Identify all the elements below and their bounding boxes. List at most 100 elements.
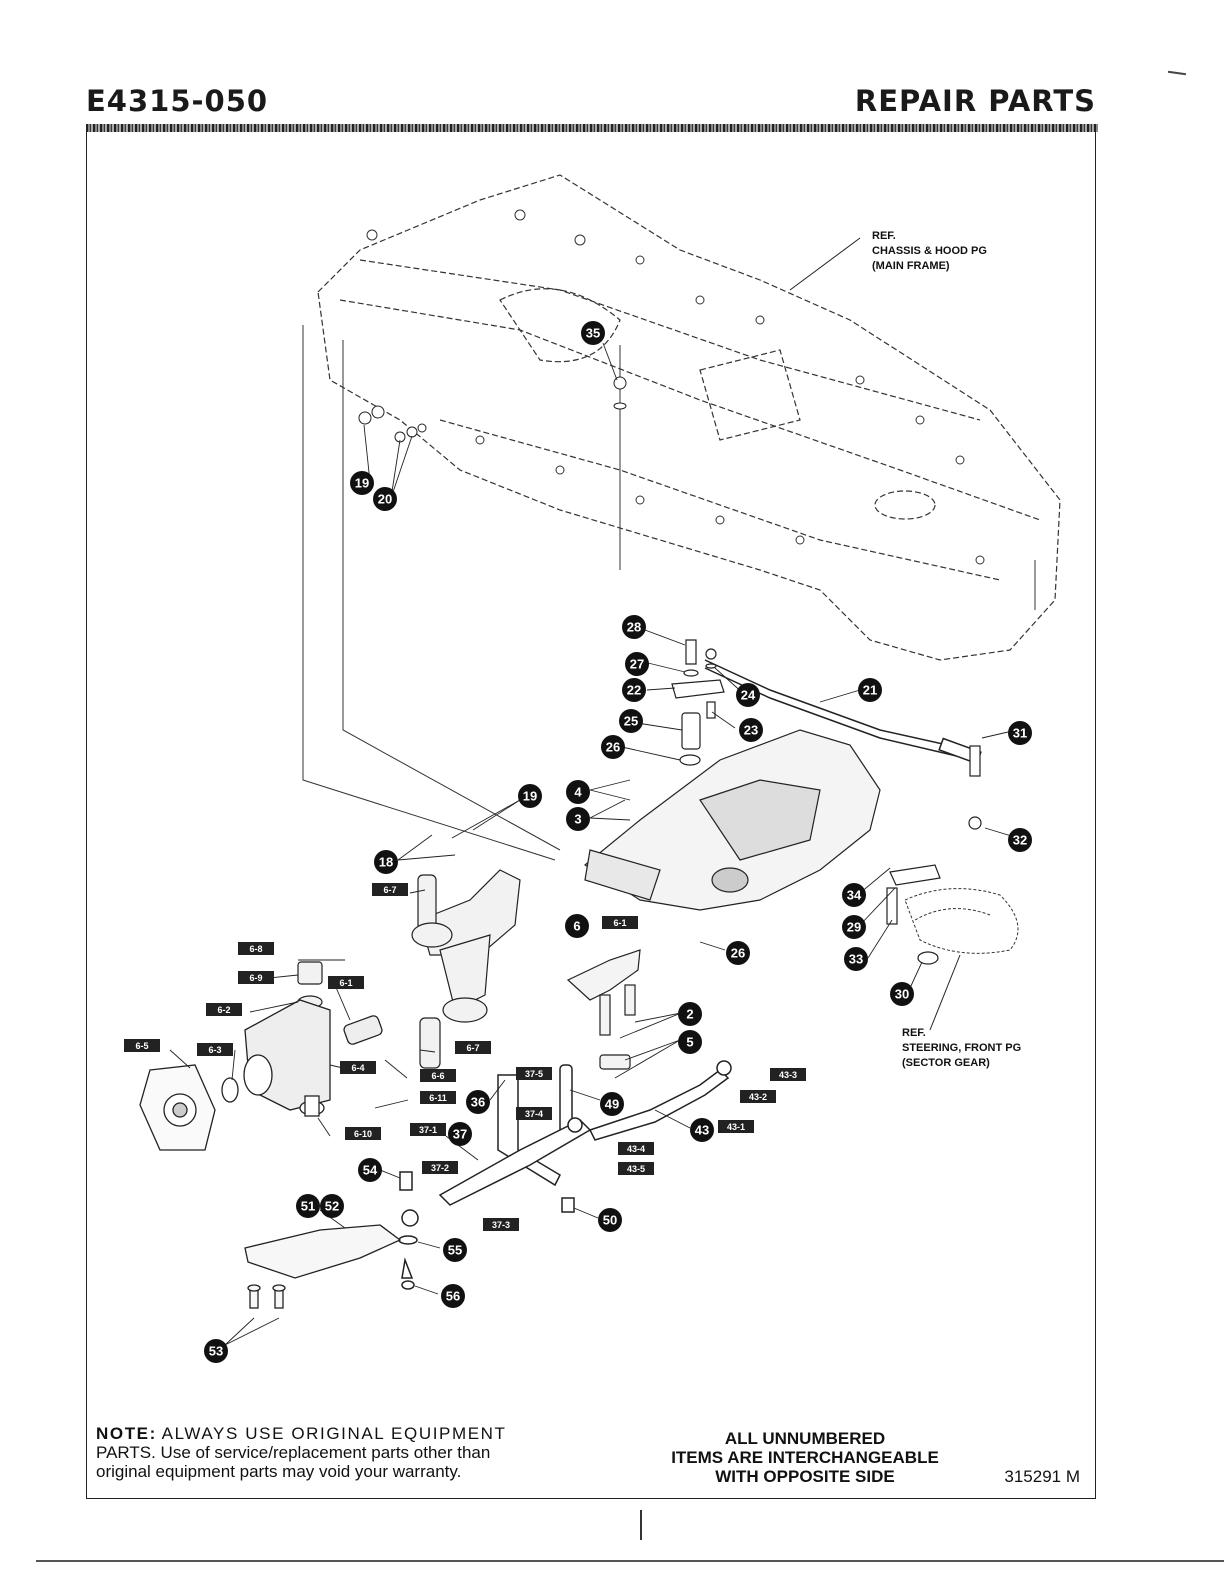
tag-label: 37-5 xyxy=(525,1069,543,1079)
callout-circle xyxy=(1008,828,1032,852)
tag-6-9: 6-9 xyxy=(238,971,274,984)
page-bottom-line xyxy=(36,1560,1224,1562)
callout-29: 29 xyxy=(842,915,866,939)
callout-4: 4 xyxy=(566,780,590,804)
diagram-frame xyxy=(86,131,1096,1499)
tag-label: 43-1 xyxy=(727,1122,745,1132)
tag-6-2: 6-2 xyxy=(206,1003,242,1016)
callout-circle xyxy=(842,915,866,939)
header-rule xyxy=(86,124,1098,132)
callout-circle xyxy=(204,1339,228,1363)
tag-box xyxy=(328,976,364,989)
callout-circle xyxy=(619,709,643,733)
callout-56: 56 xyxy=(441,1284,465,1308)
leaders xyxy=(169,342,1019,1346)
callout-51: 51 xyxy=(296,1194,320,1218)
tag-43-3: 43-3 xyxy=(770,1068,806,1081)
steering-arm xyxy=(886,745,982,965)
callout-circle xyxy=(690,1118,714,1142)
warranty-note: NOTE: ALWAYS USE ORIGINAL EQUIPMENT PART… xyxy=(96,1424,596,1481)
callout-number: 29 xyxy=(847,920,861,935)
callout-circle xyxy=(739,718,763,742)
callout-circle xyxy=(622,615,646,639)
callout-number: 18 xyxy=(379,855,393,870)
callout-number: 2 xyxy=(686,1007,693,1022)
interchange-note: ALL UNNUMBERED ITEMS ARE INTERCHANGEABLE… xyxy=(640,1429,970,1486)
tag-label: 43-5 xyxy=(627,1164,645,1174)
callout-24: 24 xyxy=(736,683,760,707)
callout-34: 34 xyxy=(842,883,866,907)
tag-6-11: 6-11 xyxy=(420,1091,456,1104)
tag-box xyxy=(124,1039,160,1052)
model-number: E4315-050 xyxy=(86,84,269,118)
tag-6-3: 6-3 xyxy=(197,1043,233,1056)
note-line1: ALWAYS USE ORIGINAL EQUIPMENT xyxy=(161,1424,507,1443)
tag-box xyxy=(238,971,274,984)
section-title: REPAIR PARTS xyxy=(854,84,1096,118)
tag-label: 43-3 xyxy=(779,1070,797,1080)
bolts-19-20 xyxy=(358,376,627,443)
tag-label: 43-4 xyxy=(627,1144,645,1154)
callout-number: 52 xyxy=(325,1199,339,1214)
callout-number: 33 xyxy=(849,952,863,967)
tag-box xyxy=(618,1142,654,1155)
callout-circle xyxy=(858,678,882,702)
ref-line-left xyxy=(302,325,556,861)
tag-box xyxy=(602,916,638,929)
callout-number: 26 xyxy=(606,740,620,755)
callout-circle xyxy=(726,941,750,965)
interchange-line2: ITEMS ARE INTERCHANGEABLE xyxy=(671,1448,939,1467)
callout-number: 5 xyxy=(686,1035,693,1050)
tag-label: 37-2 xyxy=(431,1163,449,1173)
tag-box xyxy=(197,1043,233,1056)
callout-circle xyxy=(374,850,398,874)
callout-circle xyxy=(736,683,760,707)
callout-number: 36 xyxy=(471,1095,485,1110)
tag-43-1: 43-1 xyxy=(718,1120,754,1133)
callout-number: 53 xyxy=(209,1344,223,1359)
sector-gear xyxy=(904,888,1019,954)
tag-label: 6-1 xyxy=(339,978,352,988)
callout-circle xyxy=(581,321,605,345)
tag-box xyxy=(206,1003,242,1016)
callout-55: 55 xyxy=(443,1238,467,1262)
tag-6-1: 6-1 xyxy=(602,916,638,929)
chassis-ref-leader xyxy=(789,237,861,291)
tag-37-3: 37-3 xyxy=(483,1218,519,1231)
tag-box xyxy=(345,1127,381,1140)
callout-26: 26 xyxy=(601,735,625,759)
callout-circle xyxy=(566,780,590,804)
callout-52: 52 xyxy=(320,1194,344,1218)
callout-circle xyxy=(844,947,868,971)
tag-box xyxy=(483,1218,519,1231)
callout-54: 54 xyxy=(358,1158,382,1182)
frame-holes xyxy=(366,209,985,565)
callout-circle xyxy=(466,1090,490,1114)
tag-label: 6-7 xyxy=(383,885,396,895)
steering-linkage xyxy=(398,1060,732,1290)
callout-circle xyxy=(678,1002,702,1026)
drawing-part-number: 315291 M xyxy=(1004,1467,1080,1486)
tag-label: 6-2 xyxy=(217,1005,230,1015)
callout-43: 43 xyxy=(690,1118,714,1142)
ref-line-left-2 xyxy=(342,340,561,851)
callout-19: 19 xyxy=(350,471,374,495)
callout-circle xyxy=(518,784,542,808)
callout-number: 50 xyxy=(603,1213,617,1228)
callout-circle xyxy=(565,914,589,938)
callout-circle xyxy=(598,1208,622,1232)
callout-number: 19 xyxy=(355,476,369,491)
callout-circle xyxy=(441,1284,465,1308)
callout-50: 50 xyxy=(598,1208,622,1232)
tag-box xyxy=(516,1067,552,1080)
tag-37-5: 37-5 xyxy=(516,1067,552,1080)
tag-label: 6-5 xyxy=(135,1041,148,1051)
tag-6-8: 6-8 xyxy=(238,942,274,955)
callout-circle xyxy=(358,1158,382,1182)
main-frame-outline xyxy=(317,174,1061,661)
callout-circle xyxy=(600,1092,624,1116)
tag-box xyxy=(516,1107,552,1120)
tag-43-5: 43-5 xyxy=(618,1162,654,1175)
tag-label: 37-1 xyxy=(419,1125,437,1135)
